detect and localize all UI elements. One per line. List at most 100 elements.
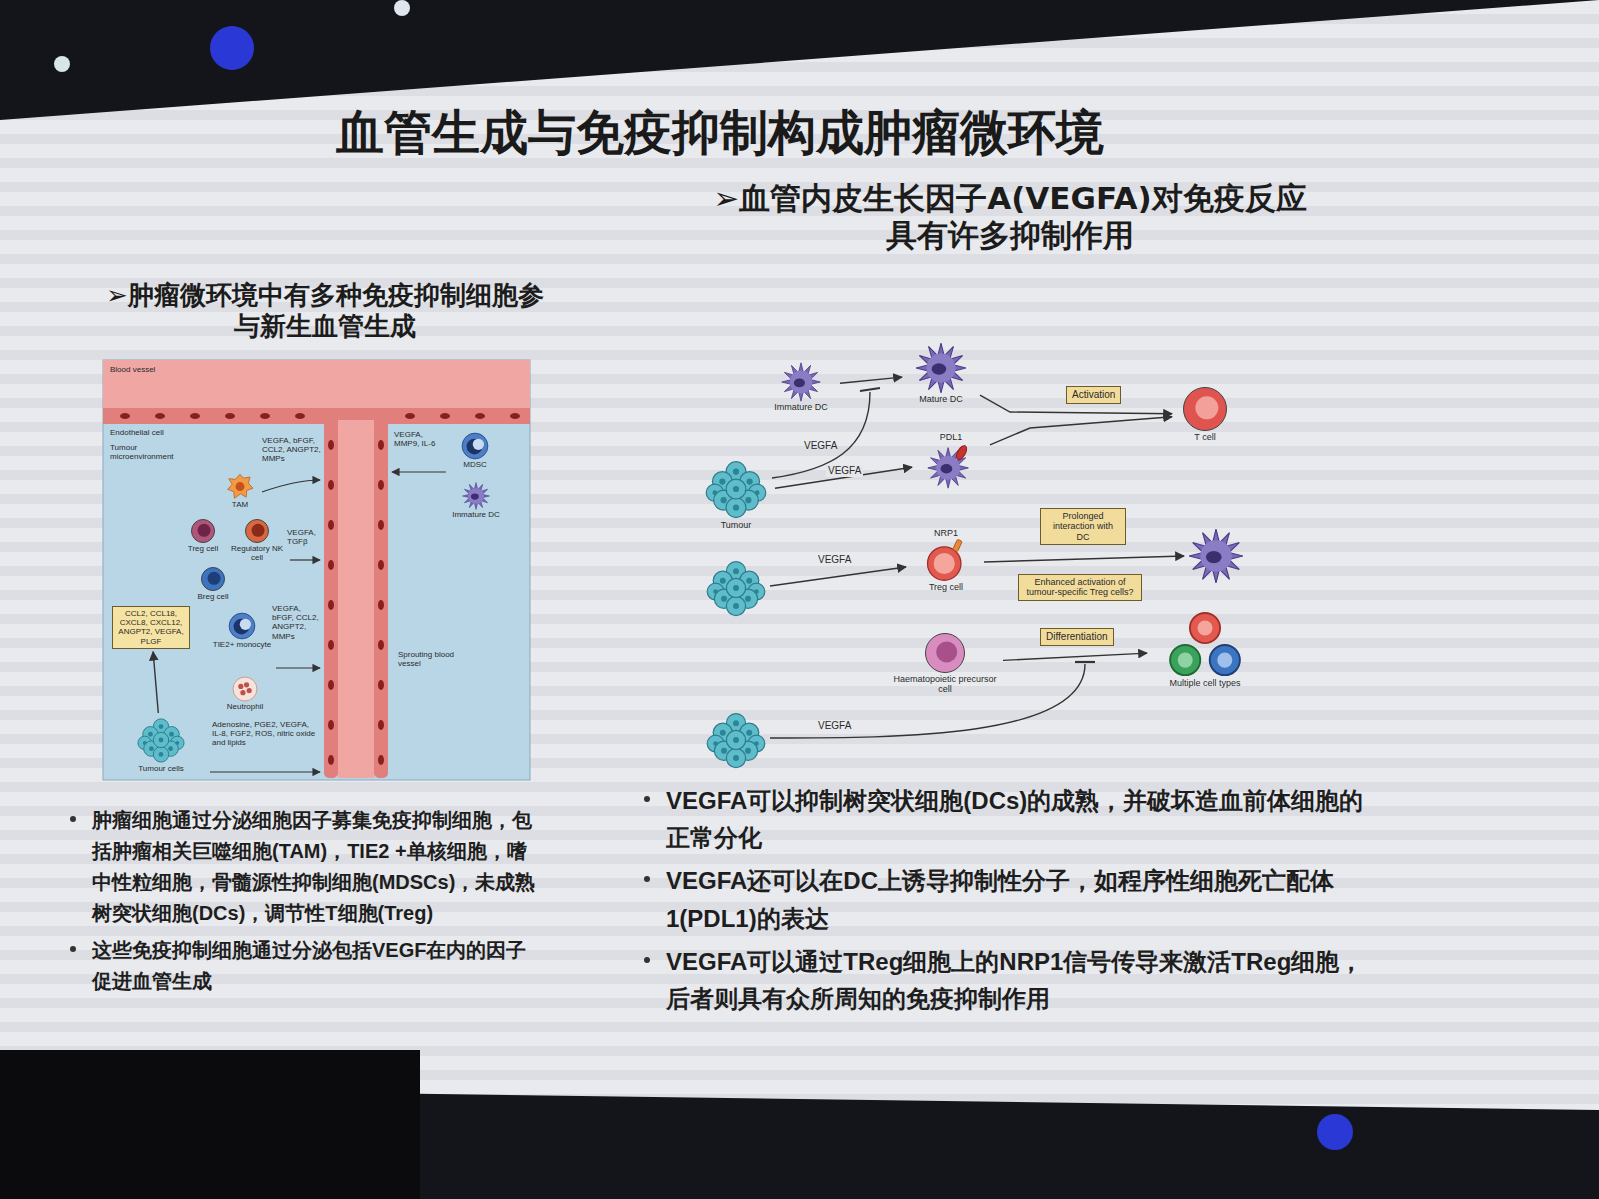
cell-picture [229,613,255,639]
bullet-dot [70,816,76,822]
cell-nucleus [208,572,221,585]
cell-label: Immature DC [452,510,500,519]
drawing-ellipse [155,413,165,419]
cell-label: CCL2, CCL18, CXCL8, CXCL12, ANGPT2, VEGF… [118,609,184,646]
cell-label: Prolonged interaction with DC [1046,511,1120,542]
cell-picture [138,719,184,762]
drawing-ellipse [328,480,334,490]
cell-node: Immature DC [765,362,837,412]
cell-icon [137,716,185,764]
cell-body [1184,388,1227,431]
bullet-item: 这些免疫抑制细胞通过分泌包括VEGF在内的因子促进血管生成 [62,935,544,997]
cell-label: TAM [232,500,248,509]
drawing-ellipse [378,560,384,570]
section-heading: ➢血管内皮生长因子A(VEGFA)对免疫反应具有许多抑制作用 [712,180,1308,254]
cell-label: Regulatory NK cell [228,544,286,562]
cell-node: Regulatory NK cell [228,518,286,562]
cell-node: TAM [215,472,265,509]
bullet-dot [644,876,650,882]
drawing-ellipse [328,755,334,765]
text-box: Prolonged interaction with DC [1040,508,1126,545]
drawing-ellipse [120,413,130,419]
drawing-ellipse [328,720,334,730]
drawing-path [770,664,1085,738]
cell-node: Haematopoietic precursor cell [890,632,1000,695]
connector-arrow [990,417,1172,445]
cell-icon [228,612,256,640]
drawing-ellipse [475,413,485,419]
drawing-ellipse [328,560,334,570]
drawing-ellipse [328,640,334,650]
bullet-text: VEGFA还可以在DC上诱导抑制性分子，如程序性细胞死亡配体1(PDL1)的表达 [666,867,1334,931]
drawing-use [707,562,765,616]
cell-node: Mature DC [905,342,977,404]
cell-picture [462,433,488,459]
cell-node: Tumour cells [118,716,204,773]
drawing-path [262,480,320,492]
cell-icon [244,518,270,544]
drawing-ellipse [378,480,384,490]
drawing-ellipse [378,680,384,690]
cell-picture [916,343,966,393]
cell-icon [232,676,258,702]
figure-label: Blood vessel [110,365,190,374]
slide-title: 血管生成与免疫抑制构成肿瘤微环境 [280,104,1160,162]
drawing-ellipse [328,520,334,530]
drawing-ellipse [378,440,384,450]
vegfa-effects-figure [707,388,1243,768]
figure-label: VEGFA, TGFβ [287,528,323,546]
bullet-item: 肿瘤细胞通过分泌细胞因子募集免疫抑制细胞，包括肿瘤相关巨噬细胞(TAM)，TIE… [62,805,544,929]
drawing-ellipse [295,413,305,419]
cell-label: Treg cell [188,544,218,553]
cell-node: Multiple cell types [1150,612,1260,688]
cell-node: Tumour [700,458,772,530]
drawing-path [290,559,320,560]
drawing-ellipse [225,413,235,419]
drawing-path [860,388,880,391]
cell-nucleus [936,641,957,662]
figure-label: VEGFA, bFGF, CCL2, ANGPT2, MMPs [262,436,324,464]
cell-picture [463,483,490,510]
cell-icon [462,482,490,510]
cell-label: Immature DC [774,402,828,412]
cell-icon [915,342,967,394]
drawing-use [1189,529,1243,583]
drawing-ellipse [440,413,450,419]
cell-body [202,568,225,591]
drawing-ellipse [378,600,384,610]
cell-picture [782,363,820,401]
drawing-ellipse [378,640,384,650]
cell-label: Activation [1072,389,1115,401]
section-heading: ➢肿瘤微环境中有多种免疫抑制细胞参与新生血管生成 [100,280,550,342]
bullet-text: VEGFA可以通过TReg细胞上的NRP1信号传导来激活TReg细胞，后者则具有… [666,948,1363,1012]
bullet-dot [644,796,650,802]
figure-label: VEGFA, MMP9, IL-6 [394,430,446,448]
tumour-microenvironment-figure [103,360,530,780]
figure-label: Endothelial cell [110,428,190,437]
cell-label: MDSC [463,460,487,469]
cell-label: TIE2+ monocyte [213,640,271,649]
cell-picture [928,444,969,488]
text-box: Activation [1066,386,1121,404]
drawing-path [276,667,320,668]
drawing-g [210,472,446,772]
drawing-ellipse [378,720,384,730]
figure-label: Tumour microenvironment [110,443,194,461]
figure-label: VEGFA [818,720,851,732]
text-box: CCL2, CCL18, CXCL8, CXCL12, ANGPT2, VEGF… [112,606,190,649]
cell-body [926,634,965,673]
drawing-ellipse [328,600,334,610]
figure-label: VEGFA [804,440,837,452]
edge-label: VEGFA [826,465,863,477]
drawing-rect [103,408,530,424]
cell-icon [1182,386,1228,432]
cell-label: NRP1 [934,528,958,538]
drawing-path [984,556,1184,562]
cell-node: Neutrophil [218,676,272,711]
bullet-list: VEGFA可以抑制树突状细胞(DCs)的成熟，并破坏造血前体细胞的正常分化VEG… [636,782,1381,1023]
drawing-path [1075,661,1095,663]
cell-node: T cell [1175,386,1235,442]
cell-label: Treg cell [929,582,963,592]
cell-picture [706,462,766,518]
cell-label: Tumour [721,520,752,530]
